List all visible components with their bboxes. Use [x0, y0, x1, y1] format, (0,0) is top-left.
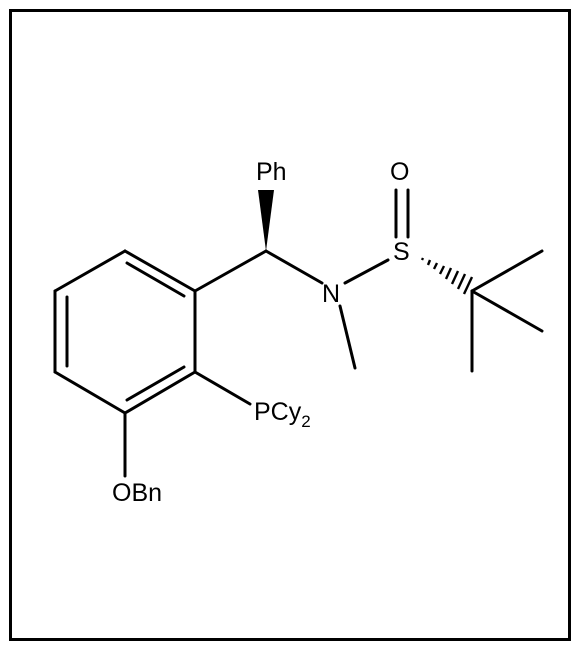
- ring-bond-top-right: [123, 249, 197, 293]
- figure-border: [9, 9, 571, 641]
- bond-nitrogen-to-sulfur: [343, 258, 390, 285]
- sulfur-label: S: [393, 238, 410, 266]
- ph-label: Ph: [256, 158, 287, 186]
- ring-inner-double-bottom: [125, 365, 186, 402]
- tert-butyl-bond-upper-right: [470, 249, 544, 293]
- stereo-wedge-to-ph: [258, 190, 274, 251]
- hash-line-5: [444, 267, 453, 280]
- ring-inner-double-top: [125, 261, 186, 298]
- ring-bond-bottom-right: [123, 370, 197, 415]
- ring-bond-bottom-left: [53, 370, 127, 415]
- hash-line-2: [426, 259, 432, 266]
- bond-ring-to-phosphorus: [193, 370, 252, 406]
- phosphine-label: PCy2: [254, 398, 311, 431]
- benzyloxy-label: OBn: [112, 479, 162, 507]
- phosphine-main-label: PCy: [254, 398, 302, 426]
- hash-line-1: [420, 257, 425, 261]
- benzene-ring: [53, 249, 197, 415]
- sulfinyl-double-bond: [394, 188, 410, 239]
- hash-line-8: [462, 276, 474, 295]
- oxygen-label: O: [390, 158, 409, 186]
- nitrogen-label: N: [322, 280, 340, 308]
- stereo-hash-to-tert-butyl: [420, 257, 474, 295]
- bond-benzylic-carbon-to-nitrogen: [264, 249, 324, 285]
- benzylic-carbon: [193, 190, 324, 293]
- hash-line-4: [438, 265, 446, 275]
- ring-bond-top-left: [53, 249, 127, 293]
- bond-nitrogen-to-methyl: [338, 304, 357, 370]
- bond-ring-to-benzylic-carbon: [193, 249, 268, 293]
- hash-line-7: [456, 273, 467, 290]
- hash-line-6: [450, 270, 460, 285]
- tert-butyl-group: [470, 249, 544, 373]
- tert-butyl-bond-lower-right: [470, 289, 544, 333]
- hash-line-3: [432, 262, 439, 270]
- phosphine-subscript: 2: [301, 412, 310, 431]
